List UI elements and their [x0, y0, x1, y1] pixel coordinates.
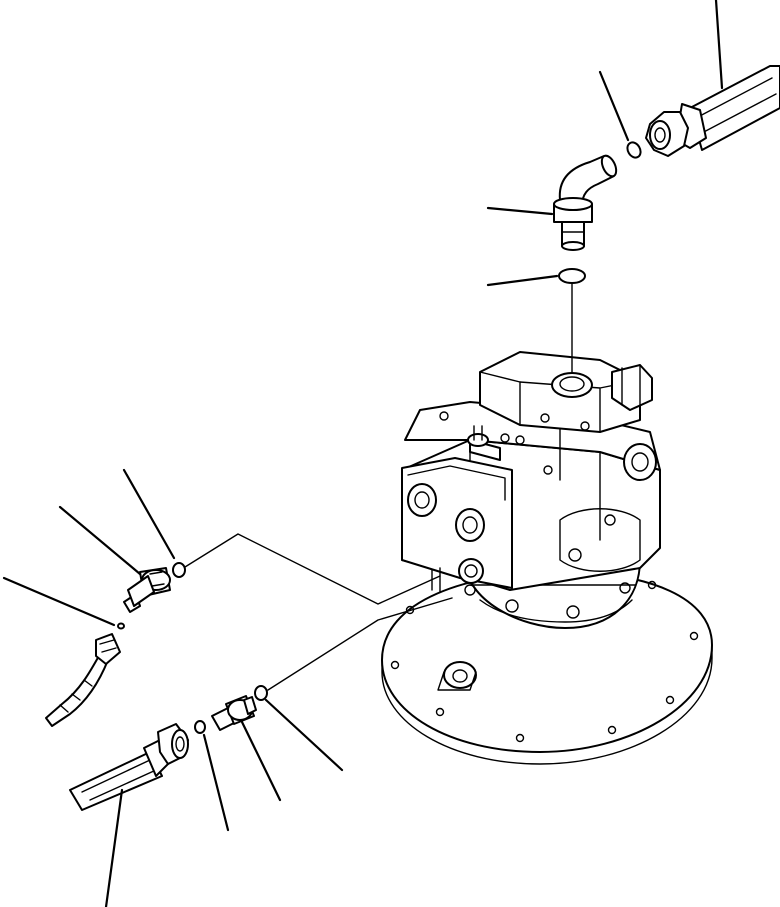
leader-lines [2, 0, 724, 907]
hose-bottom-left [69, 723, 189, 811]
elbow-fitting-left [123, 567, 171, 613]
swing-motor-assembly [381, 351, 713, 765]
straight-fitting-bottom [211, 695, 257, 731]
hose-top-right [645, 65, 780, 157]
o-ring-bottom-port [254, 685, 268, 701]
elbow-fitting-top [553, 154, 618, 251]
o-ring-top-hose [626, 141, 642, 159]
hose-left-small [45, 633, 121, 727]
motor-main-block [401, 351, 661, 593]
port-connection-lines [184, 283, 573, 691]
o-ring-left-small [117, 622, 125, 630]
o-ring-top-port [558, 268, 586, 284]
mounting-flange [381, 571, 713, 765]
o-ring-bottom-small [194, 720, 206, 734]
o-ring-left-port [172, 562, 186, 578]
